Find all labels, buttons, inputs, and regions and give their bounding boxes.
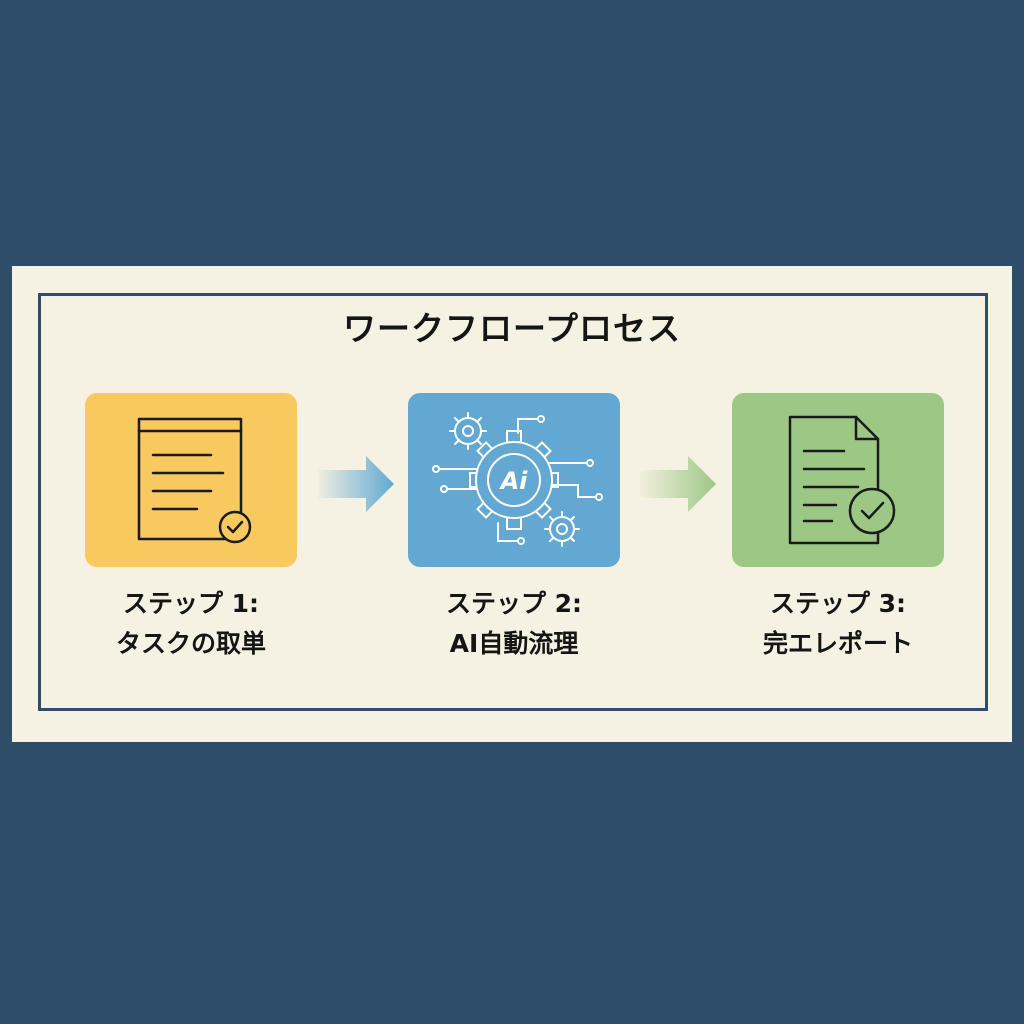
diagram-title: ワークフロープロセス <box>342 309 682 348</box>
step-3-description: 完エレポート <box>762 629 913 658</box>
step-1-number: ステップ 1: <box>122 589 260 618</box>
step-1-description: タスクの取単 <box>115 629 266 658</box>
arrow-right-icon <box>318 456 394 512</box>
report-check-icon <box>788 415 896 545</box>
panel-border <box>38 293 988 711</box>
step-2-card: Ai <box>408 393 620 567</box>
ai-badge-text: Ai <box>499 467 529 495</box>
checklist-document-icon <box>137 417 252 544</box>
step-2-number: ステップ 2: <box>445 589 583 618</box>
workflow-panel: ワークフロープロセス <box>12 266 1012 742</box>
step-3-label: ステップ 3: 完エレポート <box>708 584 968 664</box>
step-1-label: ステップ 1: タスクの取単 <box>61 584 321 664</box>
step-2-label: ステップ 2: AI自動流理 <box>384 584 644 664</box>
step-1-card <box>85 393 297 567</box>
arrow-right-icon <box>640 456 716 512</box>
ai-gears-icon: Ai <box>432 412 603 547</box>
step-3-number: ステップ 3: <box>769 589 907 618</box>
step-3-card <box>732 393 944 567</box>
step-2-description: AI自動流理 <box>449 629 579 658</box>
